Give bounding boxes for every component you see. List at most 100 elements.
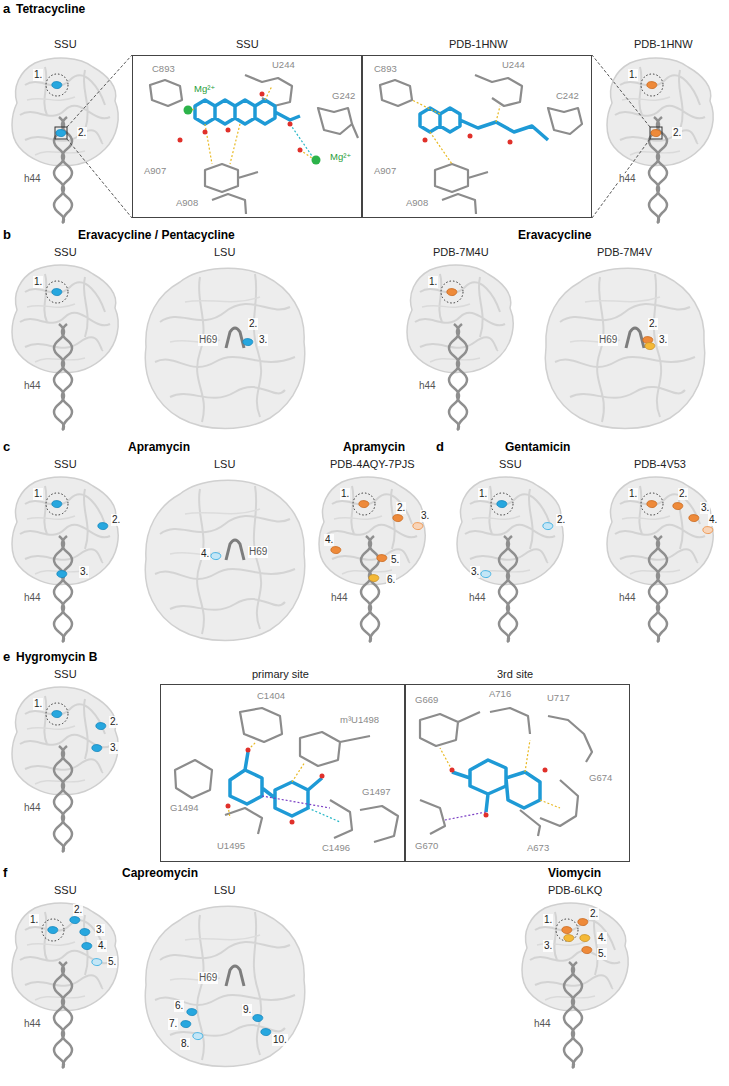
nucleotide-label: U244 [501, 60, 526, 71]
callout-number: 1. [33, 276, 43, 288]
callout-number: 4. [200, 548, 210, 560]
callout-number: 1. [478, 488, 488, 500]
callout-number: 3. [109, 742, 119, 754]
helix-label: h44 [23, 802, 42, 814]
callout-number: 2. [109, 716, 119, 728]
nucleotide-label: A908 [175, 198, 199, 209]
nucleotide-label: G1497 [361, 787, 392, 798]
callout-number: 3. [543, 940, 553, 952]
helix-label: h44 [330, 592, 349, 604]
callout-number: 2. [678, 488, 688, 500]
ssu-structure [12, 58, 118, 223]
callout-number: 5. [107, 956, 117, 968]
callout-number: 2. [648, 318, 658, 330]
callout-number: 1. [340, 488, 350, 500]
structure-label: PDB-7M4V [597, 246, 652, 259]
callout-number: 4. [324, 534, 334, 546]
nucleotide-label: A907 [143, 166, 167, 177]
ion-label: Mg²⁺ [329, 152, 352, 163]
callout-number: 2. [77, 127, 87, 139]
nucleotide-label: U717 [546, 693, 571, 704]
callout-number: 2. [111, 514, 121, 526]
lsu-structure [545, 268, 704, 428]
ssu-structure [522, 903, 628, 1068]
callout-number: 3. [700, 502, 710, 514]
structure-label: LSU [214, 884, 235, 897]
helix-label: h44 [468, 592, 487, 604]
helix-label: h44 [23, 173, 42, 185]
panel-title: Eravacycline [518, 229, 591, 243]
nucleotide-label: U1495 [216, 841, 246, 852]
callout-number: 6. [386, 574, 396, 586]
ssu-structure [607, 477, 713, 642]
panel-title: Capreomycin [122, 867, 198, 881]
structure-label: SSU [54, 38, 77, 51]
callout-number: 3. [420, 510, 430, 522]
nucleotide-label: A907 [373, 166, 397, 177]
panel-title: Tetracycline [16, 3, 85, 17]
helix-label: h44 [533, 1018, 552, 1030]
inset-sticks [150, 75, 582, 214]
callout-number: 3. [95, 924, 105, 936]
ssu-structure [12, 903, 118, 1068]
structure-label: 3rd site [497, 668, 533, 681]
structure-label: PDB-6LKQ [548, 884, 602, 897]
callout-number: 7. [168, 1018, 178, 1030]
ssu-structure [607, 58, 713, 223]
nucleotide-label: G674 [588, 773, 613, 784]
inset-box: C893U244C242A907A908 [362, 55, 592, 218]
callout-number: 2. [672, 127, 682, 139]
callout-number: 2. [589, 908, 599, 920]
callout-number: 10. [272, 1034, 288, 1046]
callout-number: 1. [428, 276, 438, 288]
panel-title: Gentamicin [505, 441, 570, 455]
nucleotide-label: C1404 [256, 691, 286, 702]
nucleotide-label: C242 [555, 91, 580, 102]
nucleotide-label: G670 [414, 841, 439, 852]
helix-label: h44 [418, 380, 437, 392]
lsu-structure [145, 268, 304, 428]
helix-label: h44 [23, 380, 42, 392]
ssu-structure [319, 477, 425, 642]
structure-label: SSU [54, 246, 77, 259]
panel-title: Viomycin [548, 867, 601, 881]
panel-letter: e [3, 650, 10, 665]
callout-number: 1. [29, 914, 39, 926]
callout-number: 4. [708, 514, 718, 526]
nucleotide-label: G242 [331, 91, 356, 102]
callout-number: 5. [390, 554, 400, 566]
ion-label: Mg²⁺ [193, 84, 216, 95]
helix-label: H69 [198, 972, 218, 984]
nucleotide-label: A716 [488, 689, 512, 700]
panel-title: Hygromycin B [16, 651, 97, 665]
nucleotide-label: G669 [414, 695, 439, 706]
inset-sticks [175, 708, 592, 842]
helix-label: h44 [23, 1018, 42, 1030]
nucleotide-label: U244 [271, 60, 296, 71]
callout-number: 1. [33, 69, 43, 81]
structure-label: LSU [214, 246, 235, 259]
structure-label: LSU [214, 458, 235, 471]
helix-label: H69 [198, 334, 218, 346]
structure-label: PDB-4V53 [634, 458, 686, 471]
structure-label: PDB-7M4U [433, 246, 489, 259]
callout-number: 2. [556, 514, 566, 526]
callout-number: 1. [543, 914, 553, 926]
structure-label: SSU [499, 458, 522, 471]
callout-number: 5. [597, 948, 607, 960]
panel-title: Apramycin [128, 441, 190, 455]
structure-label: PDB-1HNW [634, 38, 693, 51]
nucleotide-label: m³U1498 [339, 715, 380, 726]
panel-title: Apramycin [343, 441, 405, 455]
panel-letter: b [3, 228, 11, 243]
ssu-structure [12, 477, 118, 642]
ssu-structure [407, 265, 513, 430]
helix-label: H69 [248, 546, 268, 558]
inset-box: C893U244G242Mg²⁺Mg²⁺A907A908 [132, 55, 362, 218]
structure-label: PDB-1HNW [449, 38, 508, 51]
nucleotide-label: C1496 [321, 843, 351, 854]
helix-label: H69 [598, 334, 618, 346]
callout-number: 1. [628, 488, 638, 500]
panel-letter: c [3, 440, 10, 455]
